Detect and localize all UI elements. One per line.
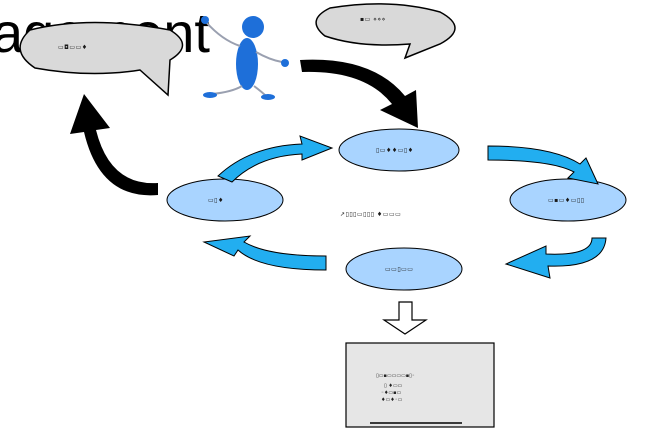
bubble-right-label: ▪▭ ⋄⋄⋄ (360, 16, 386, 23)
cyan-arrow-top-to-right (487, 145, 599, 185)
cycle-node-left (166, 178, 284, 222)
document-line-2: ◦♦▭▪▭ (381, 390, 402, 396)
document-heading: ▯▭▪▭▭▭▭▪▯◦ (376, 373, 415, 379)
document-line-1: ▯ ♦▭▭ (384, 383, 403, 389)
document-box (345, 342, 495, 428)
cycle-bottom-label: ▭▭▯▭▭ (385, 266, 414, 273)
bubble-left-label: ▭◘▭▭♦ (58, 44, 88, 51)
down-arrow-icon (382, 301, 428, 335)
cycle-node-top (338, 128, 460, 172)
cycle-right-label: ▭▪▭♦▭▯▯ (548, 197, 585, 204)
black-arrow-right (300, 59, 418, 128)
cycle-left-label: ▭▯♦ (208, 197, 224, 204)
cyan-arrow-right-to-bottom (504, 237, 607, 279)
person-icon (201, 16, 289, 100)
cycle-center-label: ↗▯▯▯▭▯▯▯ ♦▭▭▭ (340, 211, 402, 218)
speech-bubble-left (19, 21, 184, 97)
cycle-node-bottom (345, 247, 463, 291)
document-line-3: ♦▭♦◦▭ (381, 397, 403, 403)
cycle-top-label: ▯▭♦♦▭▯♦ (376, 147, 414, 154)
cyan-arrow-left-to-top (217, 135, 334, 183)
black-arrow-left (70, 94, 158, 196)
speech-bubble-right (315, 3, 456, 60)
cyan-arrow-bottom-to-left (202, 235, 327, 271)
cycle-node-right (509, 178, 627, 222)
